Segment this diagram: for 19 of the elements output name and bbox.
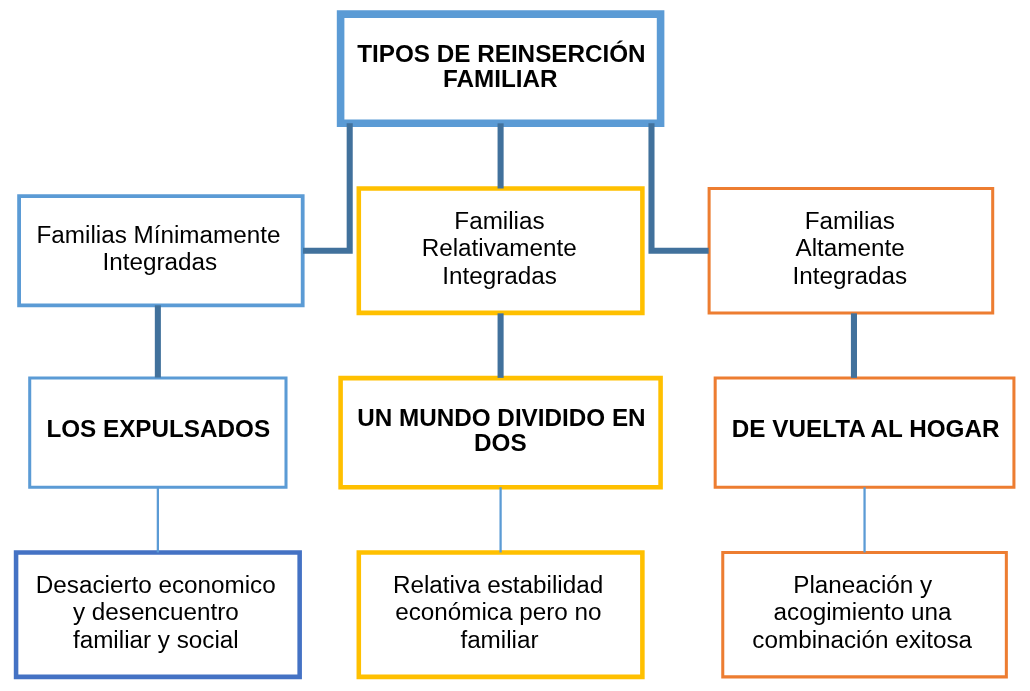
- connector: [497, 313, 504, 378]
- node-box: LOS EXPULSADOS: [28, 376, 288, 489]
- node-box: Relativa estabilidad económica pero no familiar: [356, 550, 645, 680]
- connector: [154, 305, 161, 378]
- connector: [499, 487, 502, 553]
- node-box: Familias Relativamente Integradas: [356, 186, 645, 316]
- node-box: Familias Altamente Integradas: [707, 187, 995, 315]
- node-box: TIPOS DE REINSERCIÓN FAMILIAR: [336, 10, 665, 128]
- connector: [850, 313, 857, 378]
- node-box: Planeación y acogimiento una combinación exitosa: [721, 551, 1008, 679]
- connector: [156, 487, 159, 553]
- connector: [497, 123, 504, 189]
- connector: [303, 123, 353, 254]
- connector: [863, 487, 866, 553]
- node-box: DE VUELTA AL HOGAR: [713, 376, 1016, 489]
- connector: [648, 123, 709, 254]
- node-box: Desacierto economico y desencuentro familiar y social: [13, 550, 302, 680]
- node-box: UN MUNDO DIVIDIDO EN DOS: [338, 375, 663, 490]
- node-box: Familias Mínimamente Integradas: [17, 194, 305, 308]
